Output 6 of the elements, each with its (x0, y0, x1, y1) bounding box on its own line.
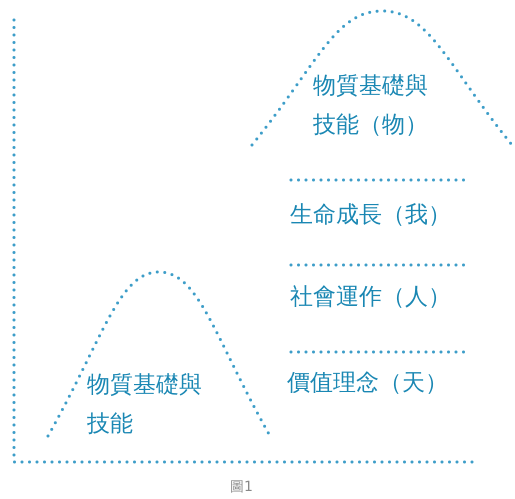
node-text: 物質基礎與技能 (87, 371, 203, 439)
band-label: 社會運作（人） (290, 283, 451, 312)
figure-caption: 圖1 (230, 478, 253, 496)
band-label: 價值理念（天） (287, 369, 448, 398)
node-text: 物質基礎與技能（物） (313, 72, 429, 140)
band-label: 生命成長（我） (290, 201, 451, 230)
